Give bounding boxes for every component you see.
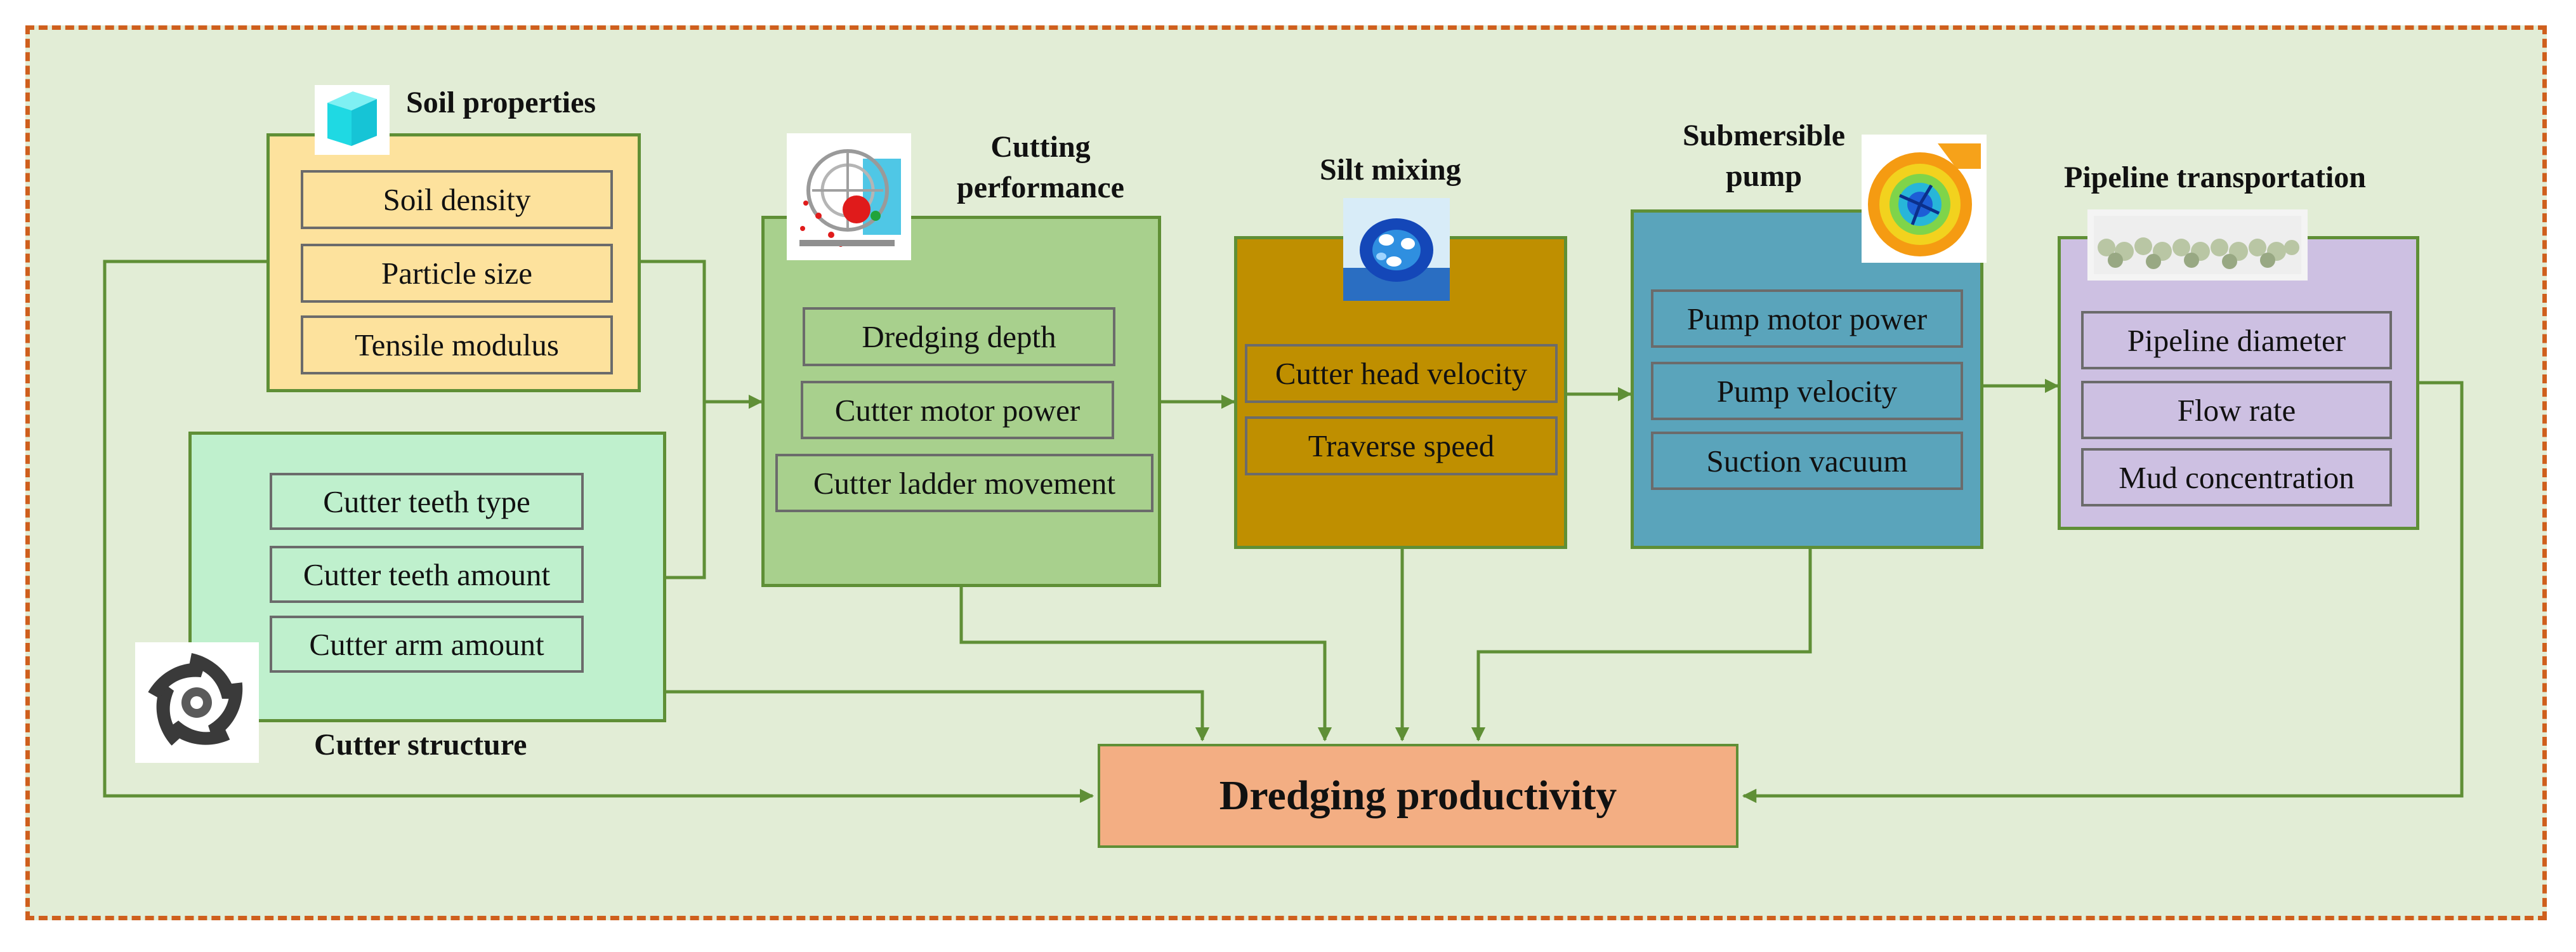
cutter-structure-box (188, 432, 666, 722)
traverse-speed-item: Traverse speed (1245, 416, 1558, 475)
line-structure-to-cutting (666, 402, 706, 579)
arrow-cutting-to-result (959, 587, 1332, 742)
cutter-arm-amount-item: Cutter arm amount (270, 616, 584, 673)
cutting-simulation-icon (787, 133, 911, 260)
cutter-structure-title: Cutter structure (314, 728, 527, 762)
pipeline-diameter-item: Pipeline diameter (2081, 311, 2392, 369)
pump-title-line-1: Submersible (1682, 119, 1846, 152)
silt-mixing-icon (1343, 198, 1450, 301)
cutting-title-line-1: Cutting (990, 130, 1091, 164)
arrow-soil-to-cutting (641, 260, 763, 409)
soil-properties-title: Soil properties (406, 86, 596, 119)
arrow-soil-to-result (103, 260, 1094, 803)
cutting-title-line-2: performance (957, 171, 1124, 204)
pump-velocity-item: Pump velocity (1651, 362, 1963, 420)
cutter-motor-power-item: Cutter motor power (801, 381, 1114, 439)
cutter-teeth-type-item: Cutter teeth type (270, 473, 584, 530)
cutting-performance-box (761, 216, 1161, 587)
pump-motor-power-item: Pump motor power (1651, 289, 1963, 348)
dredging-depth-item: Dredging depth (803, 307, 1115, 366)
cutter-head-icon (135, 642, 259, 763)
soil-density-item: Soil density (301, 170, 613, 229)
pump-title-line-2: pump (1725, 159, 1803, 193)
cutter-ladder-movement-item: Cutter ladder movement (775, 454, 1153, 512)
silt-mixing-title: Silt mixing (1320, 153, 1461, 187)
cutting-performance-title: Cutting performance (939, 127, 1142, 208)
submersible-pump-title: Submersible pump (1669, 116, 1859, 197)
dredging-productivity-box: Dredging productivity (1098, 744, 1738, 848)
cutter-teeth-amount-item: Cutter teeth amount (270, 546, 584, 603)
soil-properties-box (266, 133, 641, 392)
arrow-pipeline-to-result (1742, 381, 2464, 803)
arrow-structure-to-result (666, 690, 1210, 742)
submersible-pump-box (1631, 209, 1983, 549)
arrow-pump-to-result (1471, 549, 1812, 742)
suction-vacuum-item: Suction vacuum (1651, 432, 1963, 490)
pipeline-flow-icon (2087, 209, 2308, 281)
cube-icon (315, 85, 390, 155)
pump-flow-icon (1862, 135, 1987, 263)
cutter-head-velocity-item: Cutter head velocity (1245, 344, 1558, 403)
tensile-modulus-item: Tensile modulus (301, 315, 613, 374)
particle-size-item: Particle size (301, 244, 613, 303)
pipeline-transportation-title: Pipeline transportation (2064, 161, 2366, 194)
flow-rate-item: Flow rate (2081, 381, 2392, 439)
mud-concentration-item: Mud concentration (2081, 448, 2392, 506)
